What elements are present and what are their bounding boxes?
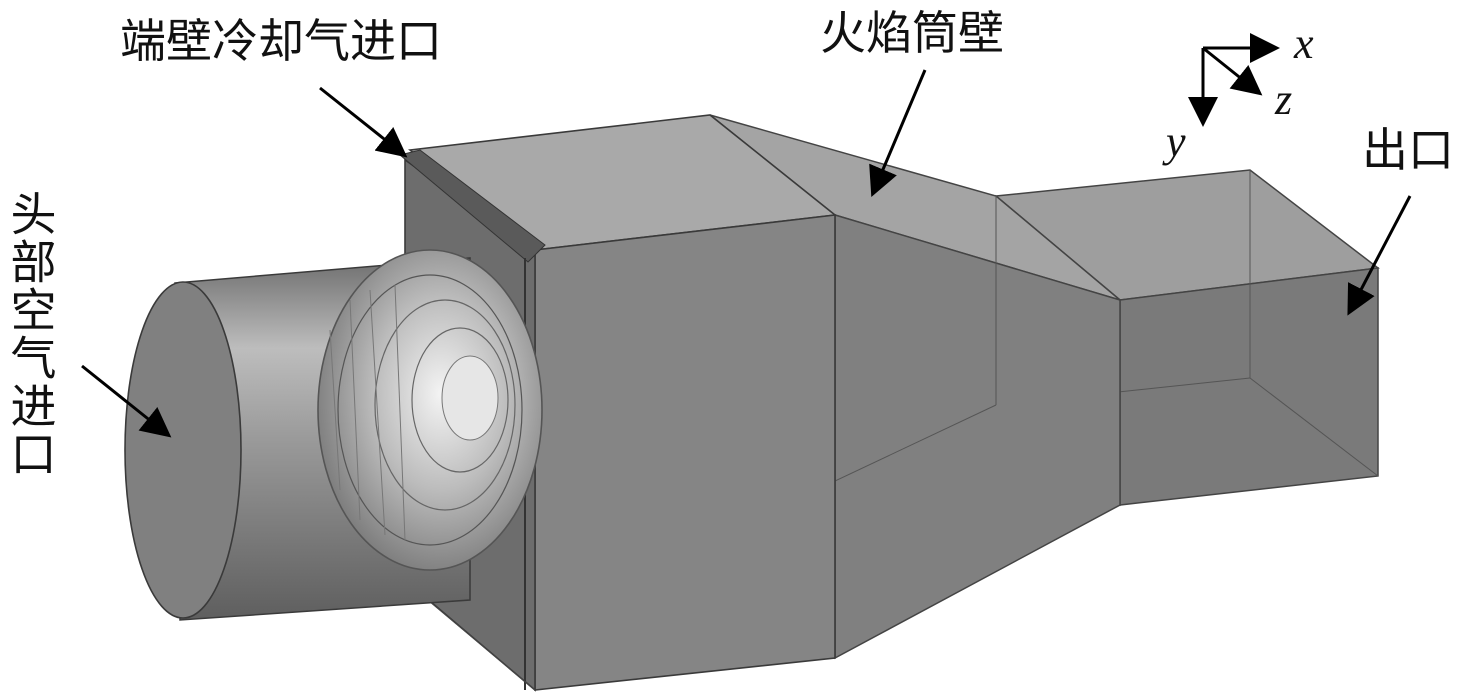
axis-triad	[1188, 33, 1280, 127]
axis-label-y: y	[1166, 117, 1186, 166]
arrow-liner-wall	[869, 69, 927, 198]
label-outlet: 出口	[1362, 123, 1454, 177]
swirler	[317, 249, 543, 571]
label-liner-wall: 火焰筒壁	[820, 6, 1004, 60]
arrow-end-wall	[319, 86, 408, 158]
label-head-air-inlet: 头部空气进口	[3, 190, 58, 478]
axis-label-z: z	[1275, 75, 1293, 124]
label-end-wall-inlet: 端壁冷却气进口	[120, 14, 442, 68]
arrow-head-inlet	[81, 364, 172, 438]
leader-arrows	[81, 69, 1412, 438]
arrow-outlet	[1347, 195, 1412, 316]
axis-label-x: x	[1294, 19, 1314, 68]
z-axis-arrow	[1202, 46, 1263, 96]
